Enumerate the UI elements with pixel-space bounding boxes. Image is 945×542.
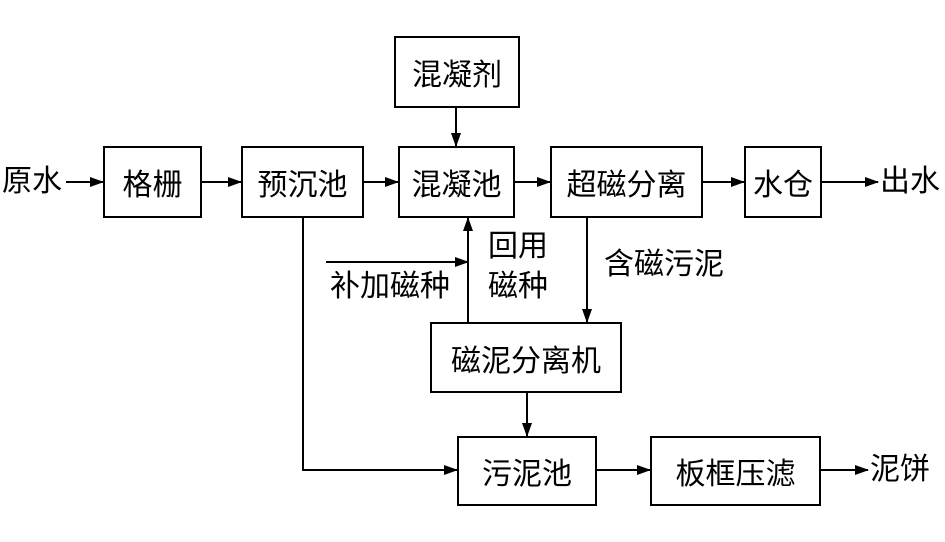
grille-node: 格栅: [103, 146, 202, 218]
raw-water-label: 原水: [2, 164, 62, 199]
coagulation-tank-node: 混凝池: [398, 146, 515, 218]
grille-label: 格栅: [122, 168, 183, 203]
water-tank-node: 水仓: [744, 146, 822, 218]
sludge-tank-node: 污泥池: [457, 436, 597, 506]
arrow-presettle-to-sludge: [302, 218, 458, 475]
filter-press-node: 板框压滤: [650, 436, 821, 506]
sludge-tank-label: 污泥池: [482, 457, 572, 492]
coagulant-node: 混凝剂: [394, 36, 520, 108]
sludge-cake-label: 泥饼: [870, 452, 930, 487]
coagulation-tank-label: 混凝池: [411, 168, 502, 203]
presettle-tank-label: 预沉池: [257, 168, 348, 203]
out-water-label: 出水: [880, 164, 940, 199]
magnetic-sludge-separator-label: 磁泥分离机: [451, 343, 601, 379]
supermagnetic-separation-label: 超磁分离: [566, 168, 687, 203]
reuse-label-line2: 磁种: [488, 269, 548, 304]
add-magnetic-seed-label: 补加磁种: [330, 269, 450, 304]
reuse-label-line1: 回用: [488, 229, 548, 264]
supermagnetic-separation-node: 超磁分离: [550, 146, 703, 218]
water-tank-label: 水仓: [753, 168, 813, 203]
magnetic-sludge-label: 含磁污泥: [604, 247, 724, 282]
magnetic-sludge-separator-node: 磁泥分离机: [430, 322, 622, 393]
coagulant-label: 混凝剂: [412, 58, 502, 93]
presettle-tank-node: 预沉池: [241, 146, 364, 218]
filter-press-label: 板框压滤: [675, 457, 796, 492]
